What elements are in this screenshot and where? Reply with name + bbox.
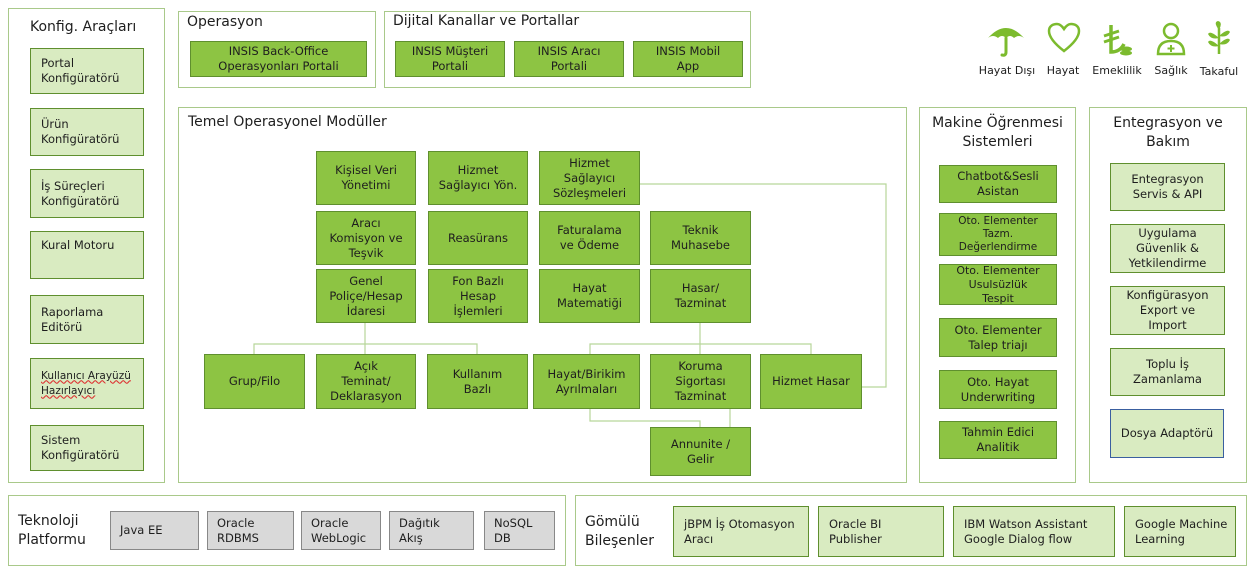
module-reasurans[interactable]: Reasürans: [428, 211, 528, 265]
module-genel-police[interactable]: Genel Poliçe/Hesap İdaresi: [316, 269, 416, 323]
gomulu-jbpm[interactable]: jBPM İş Otomasyon Aracı: [673, 506, 809, 557]
tech-oracle-rdbms[interactable]: Oracle RDBMS: [207, 511, 294, 550]
konfig-title: Konfig. Araçları: [30, 19, 137, 35]
konfig-item-raporlama[interactable]: Raporlama Editörü: [30, 295, 144, 344]
module-teknik-muhasebe[interactable]: Teknik Muhasebe: [650, 211, 751, 265]
gomulu-title: Gömülü Bileşenler: [585, 514, 655, 549]
gomulu-oracle-bi[interactable]: Oracle BI Publisher: [818, 506, 944, 557]
module-hizmet-saglayici-yon[interactable]: Hizmet Sağlayıcı Yön.: [428, 151, 528, 205]
entegrasyon-dosya-adaptoru[interactable]: Dosya Adaptörü: [1110, 409, 1224, 458]
product-label-saglik: Sağlık: [1154, 64, 1188, 77]
ml-oto-hayat-underwriting[interactable]: Oto. Hayat Underwriting: [939, 370, 1057, 409]
module-hasar-tazminat[interactable]: Hasar/ Tazminat: [650, 269, 751, 323]
makine-title: Makine Öğrenmesi Sistemleri: [932, 115, 1063, 150]
module-annunite-gelir[interactable]: Annunite / Gelir: [650, 427, 751, 476]
dijital-title: Dijital Kanallar ve Portallar: [393, 13, 580, 29]
konfig-item-kullanici-arayuzu[interactable]: Kullanıcı Arayüzü Hazırlayıcı: [30, 358, 144, 409]
plant-icon: [1208, 21, 1230, 54]
entegrasyon-konfigurasyon[interactable]: Konfigürasyon Export ve Import: [1110, 286, 1225, 335]
operasyon-title: Operasyon: [187, 14, 263, 30]
entegrasyon-title: Entegrasyon ve Bakım: [1113, 115, 1223, 150]
product-label-hayat: Hayat: [1046, 64, 1080, 77]
doctor-icon: [1156, 22, 1186, 56]
module-araci-komisyon[interactable]: Aracı Komisyon ve Teşvik: [316, 211, 416, 265]
ml-oto-elementer-usulsuzluk[interactable]: Oto. Elementer Usulsüzlük Tespit: [939, 264, 1057, 305]
module-kullanim-bazli[interactable]: Kullanım Bazlı: [427, 354, 528, 409]
dijital-musteri-portali[interactable]: INSIS Müşteri Portali: [395, 41, 505, 77]
tech-dagitik-akis[interactable]: Dağıtık Akış: [389, 511, 474, 550]
tech-java-ee[interactable]: Java EE: [110, 511, 199, 550]
module-hizmet-hasar[interactable]: Hizmet Hasar: [760, 354, 862, 409]
teknoloji-title: Teknoloji Platformu: [18, 513, 86, 548]
dijital-mobil-app[interactable]: INSIS Mobil App: [633, 41, 743, 77]
product-label-hayat-disi: Hayat Dışı: [978, 64, 1036, 77]
module-koruma-sigortasi[interactable]: Koruma Sigortası Tazminat: [650, 354, 751, 409]
tech-oracle-weblogic[interactable]: Oracle WebLogic: [301, 511, 381, 550]
module-kisisel-veri[interactable]: Kişisel Veri Yönetimi: [316, 151, 416, 205]
konfig-item-sistem[interactable]: Sistem Konfigüratörü: [30, 425, 144, 471]
module-hayat-matematigi[interactable]: Hayat Matematiği: [539, 269, 640, 323]
konfig-item-portal[interactable]: Portal Konfigüratörü: [30, 48, 144, 94]
dijital-araci-portali[interactable]: INSIS Aracı Portali: [514, 41, 624, 77]
ml-oto-elementer-talep[interactable]: Oto. Elementer Talep triajı: [939, 318, 1057, 357]
ml-oto-elementer-tazm[interactable]: Oto. Elementer Tazm. Değerlendirme: [939, 213, 1057, 256]
ml-tahmin-edici[interactable]: Tahmin Edici Analitik: [939, 421, 1057, 459]
entegrasyon-guvenlik[interactable]: Uygulama Güvenlik & Yetkilendirme: [1110, 224, 1225, 273]
gomulu-google-ml[interactable]: Google Machine Learning: [1124, 506, 1236, 557]
tech-nosql-db[interactable]: NoSQL DB: [484, 511, 555, 550]
entegrasyon-servis-api[interactable]: Entegrasyon Servis & API: [1110, 163, 1225, 211]
product-label-emeklilik: Emeklilik: [1092, 64, 1142, 77]
konfig-item-is-surecleri[interactable]: İş Süreçleri Konfigüratörü: [30, 169, 144, 218]
operasyon-back-office-portal[interactable]: INSIS Back-Office Operasyonları Portali: [190, 41, 367, 77]
temel-title: Temel Operasyonel Modüller: [188, 114, 387, 130]
module-hizmet-saglayici-sozlesmeleri[interactable]: Hizmet Sağlayıcı Sözleşmeleri: [539, 151, 640, 205]
module-fon-bazli[interactable]: Fon Bazlı Hesap İşlemleri: [428, 269, 528, 323]
ml-chatbot[interactable]: Chatbot&Sesli Asistan: [939, 165, 1057, 203]
entegrasyon-toplu-is[interactable]: Toplu İş Zamanlama: [1110, 348, 1225, 396]
konfig-item-kural-motoru[interactable]: Kural Motoru: [30, 231, 144, 279]
gomulu-ibm-watson[interactable]: IBM Watson Assistant Google Dialog flow: [953, 506, 1115, 557]
konfig-item-urun[interactable]: Ürün Konfigüratörü: [30, 108, 144, 156]
module-faturalama[interactable]: Faturalama ve Ödeme: [539, 211, 640, 265]
module-acik-teminat[interactable]: Açık Teminat/ Deklarasyon: [316, 354, 416, 409]
module-grup-filo[interactable]: Grup/Filo: [204, 354, 305, 409]
module-hayat-birikim[interactable]: Hayat/Birikim Ayrılmaları: [533, 354, 640, 409]
umbrella-icon: [988, 28, 1024, 57]
lira-coins-icon: [1103, 25, 1132, 56]
product-label-takaful: Takaful: [1199, 65, 1239, 78]
heart-icon: [1047, 22, 1081, 53]
